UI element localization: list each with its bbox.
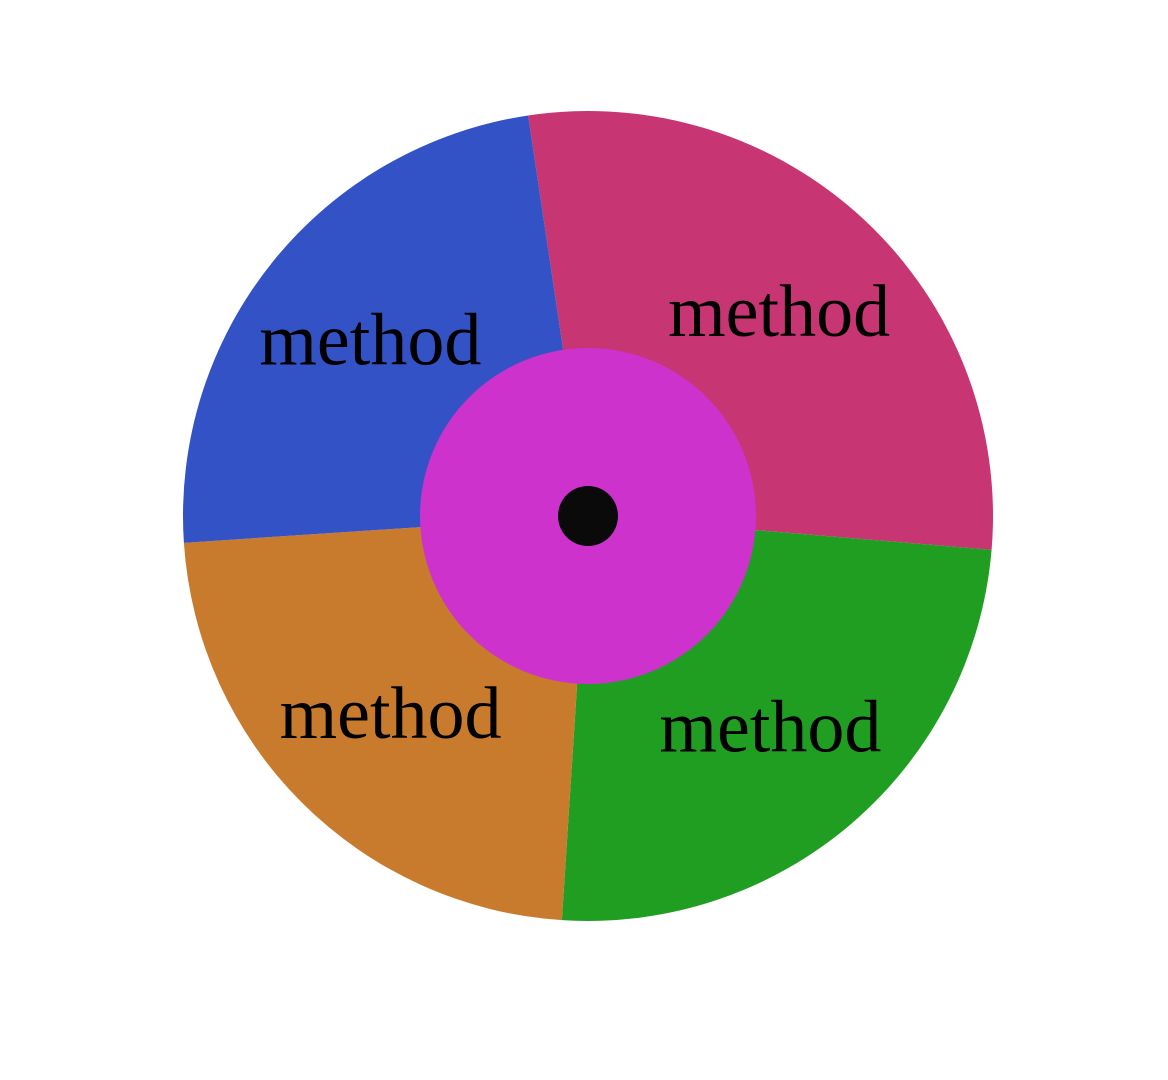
slice-label-top-right: method (668, 271, 890, 353)
center-dot (558, 486, 618, 546)
slice-label-bottom-right: method (659, 687, 881, 769)
slice-label-bottom-left: method (280, 673, 502, 755)
slice-label-top-left: method (259, 300, 481, 382)
